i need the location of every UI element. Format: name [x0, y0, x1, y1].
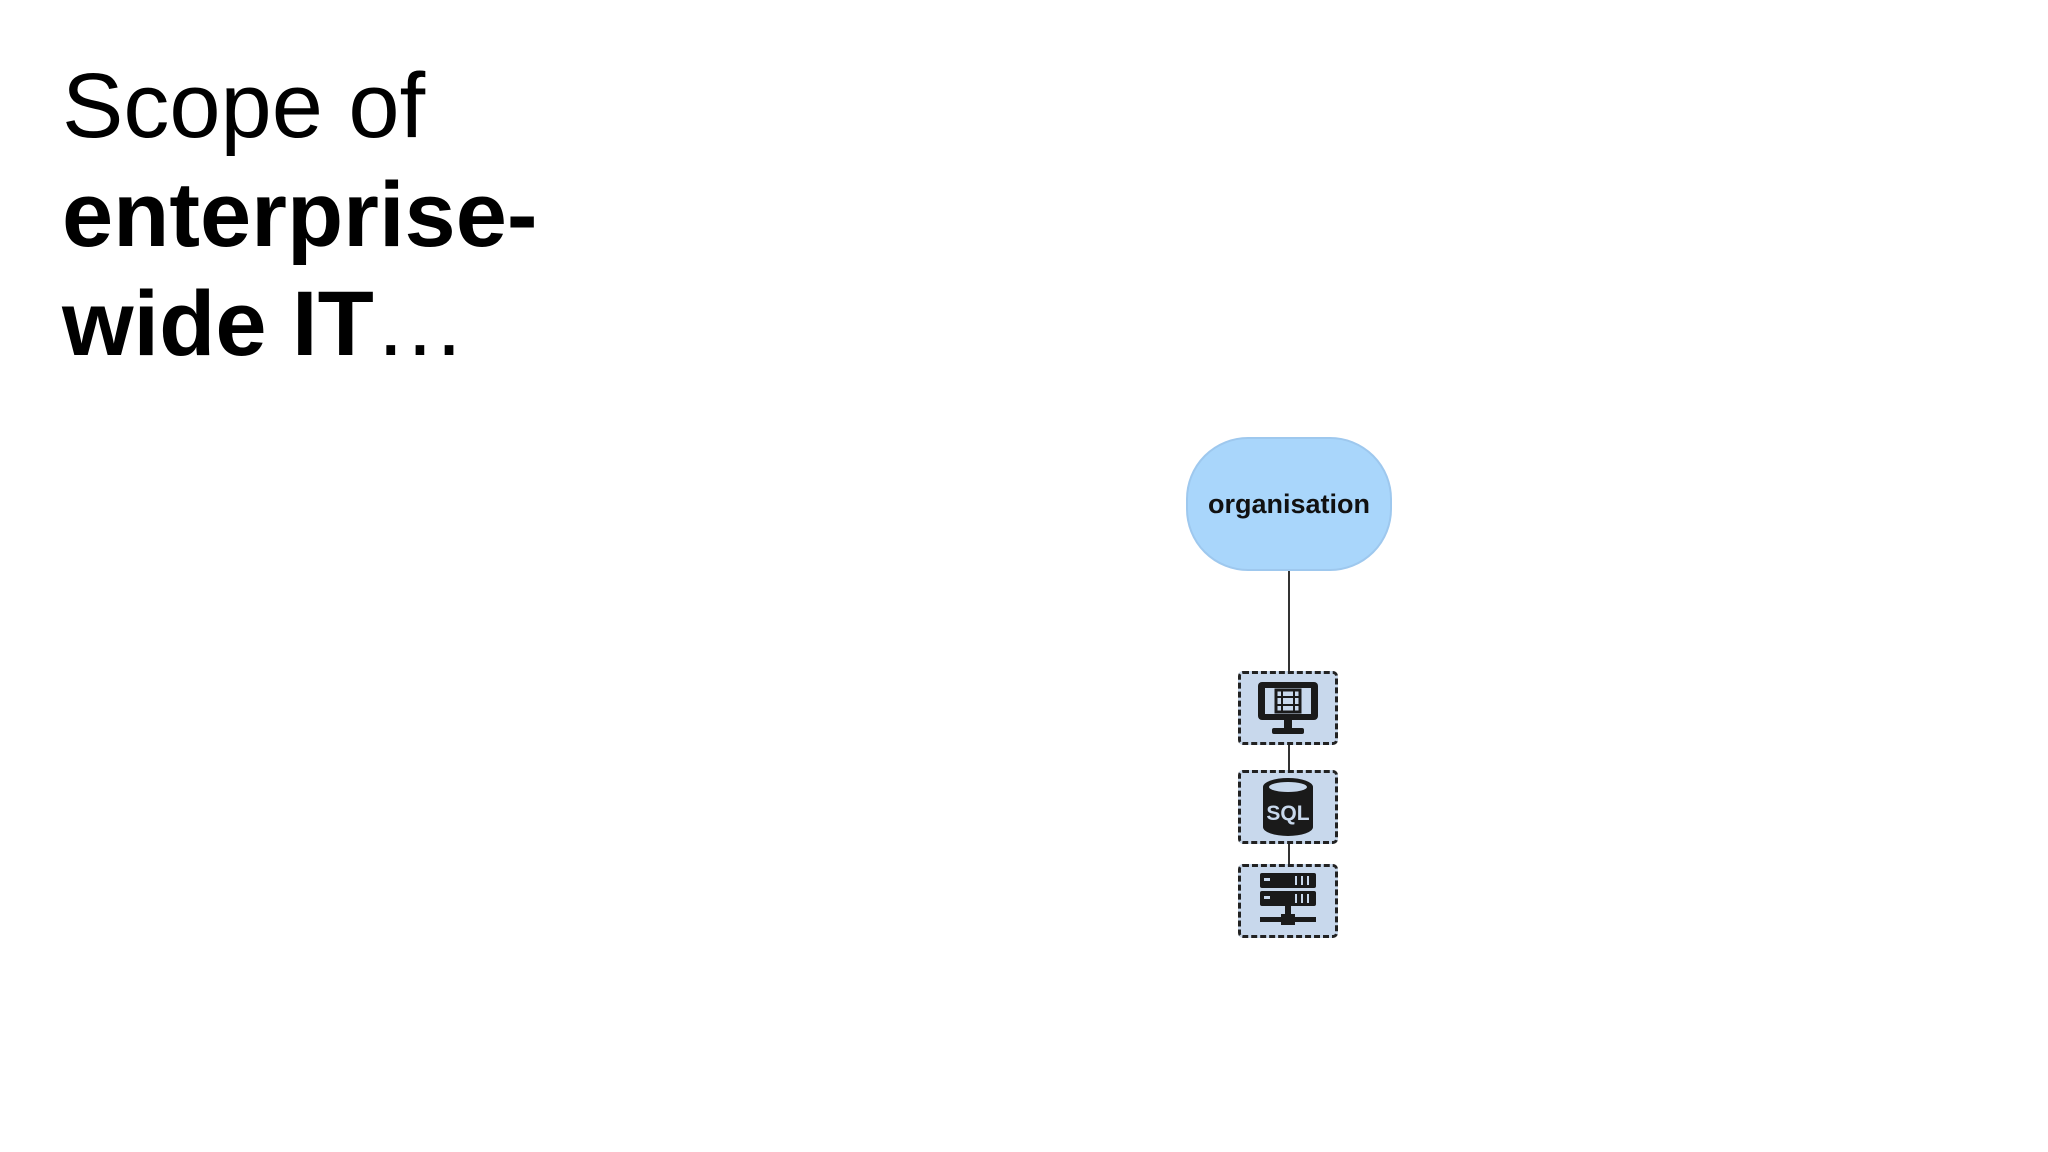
title-line-1: Scope of — [62, 55, 426, 157]
database-layer-node: SQL — [1238, 770, 1338, 844]
organisation-node-label: organisation — [1207, 488, 1370, 519]
server-network-icon — [1260, 873, 1316, 925]
connector-application-to-database — [1288, 745, 1290, 770]
slide-title: Scope of enterprise- wide IT… — [62, 52, 538, 379]
application-layer-node — [1238, 671, 1338, 745]
connector-org-to-application — [1288, 571, 1290, 671]
sql-icon-text: SQL — [1266, 802, 1309, 825]
infrastructure-layer-node — [1238, 864, 1338, 938]
connector-database-to-infrastructure — [1288, 844, 1290, 864]
title-line-2: enterprise- — [62, 164, 538, 266]
sql-database-icon: SQL — [1263, 778, 1313, 836]
organisation-node: organisation — [1186, 437, 1392, 571]
title-line-3: wide IT… — [62, 270, 538, 379]
monitor-app-icon — [1258, 682, 1318, 734]
title-line-3-bold: wide IT — [62, 273, 374, 375]
title-ellipsis: … — [373, 273, 466, 375]
